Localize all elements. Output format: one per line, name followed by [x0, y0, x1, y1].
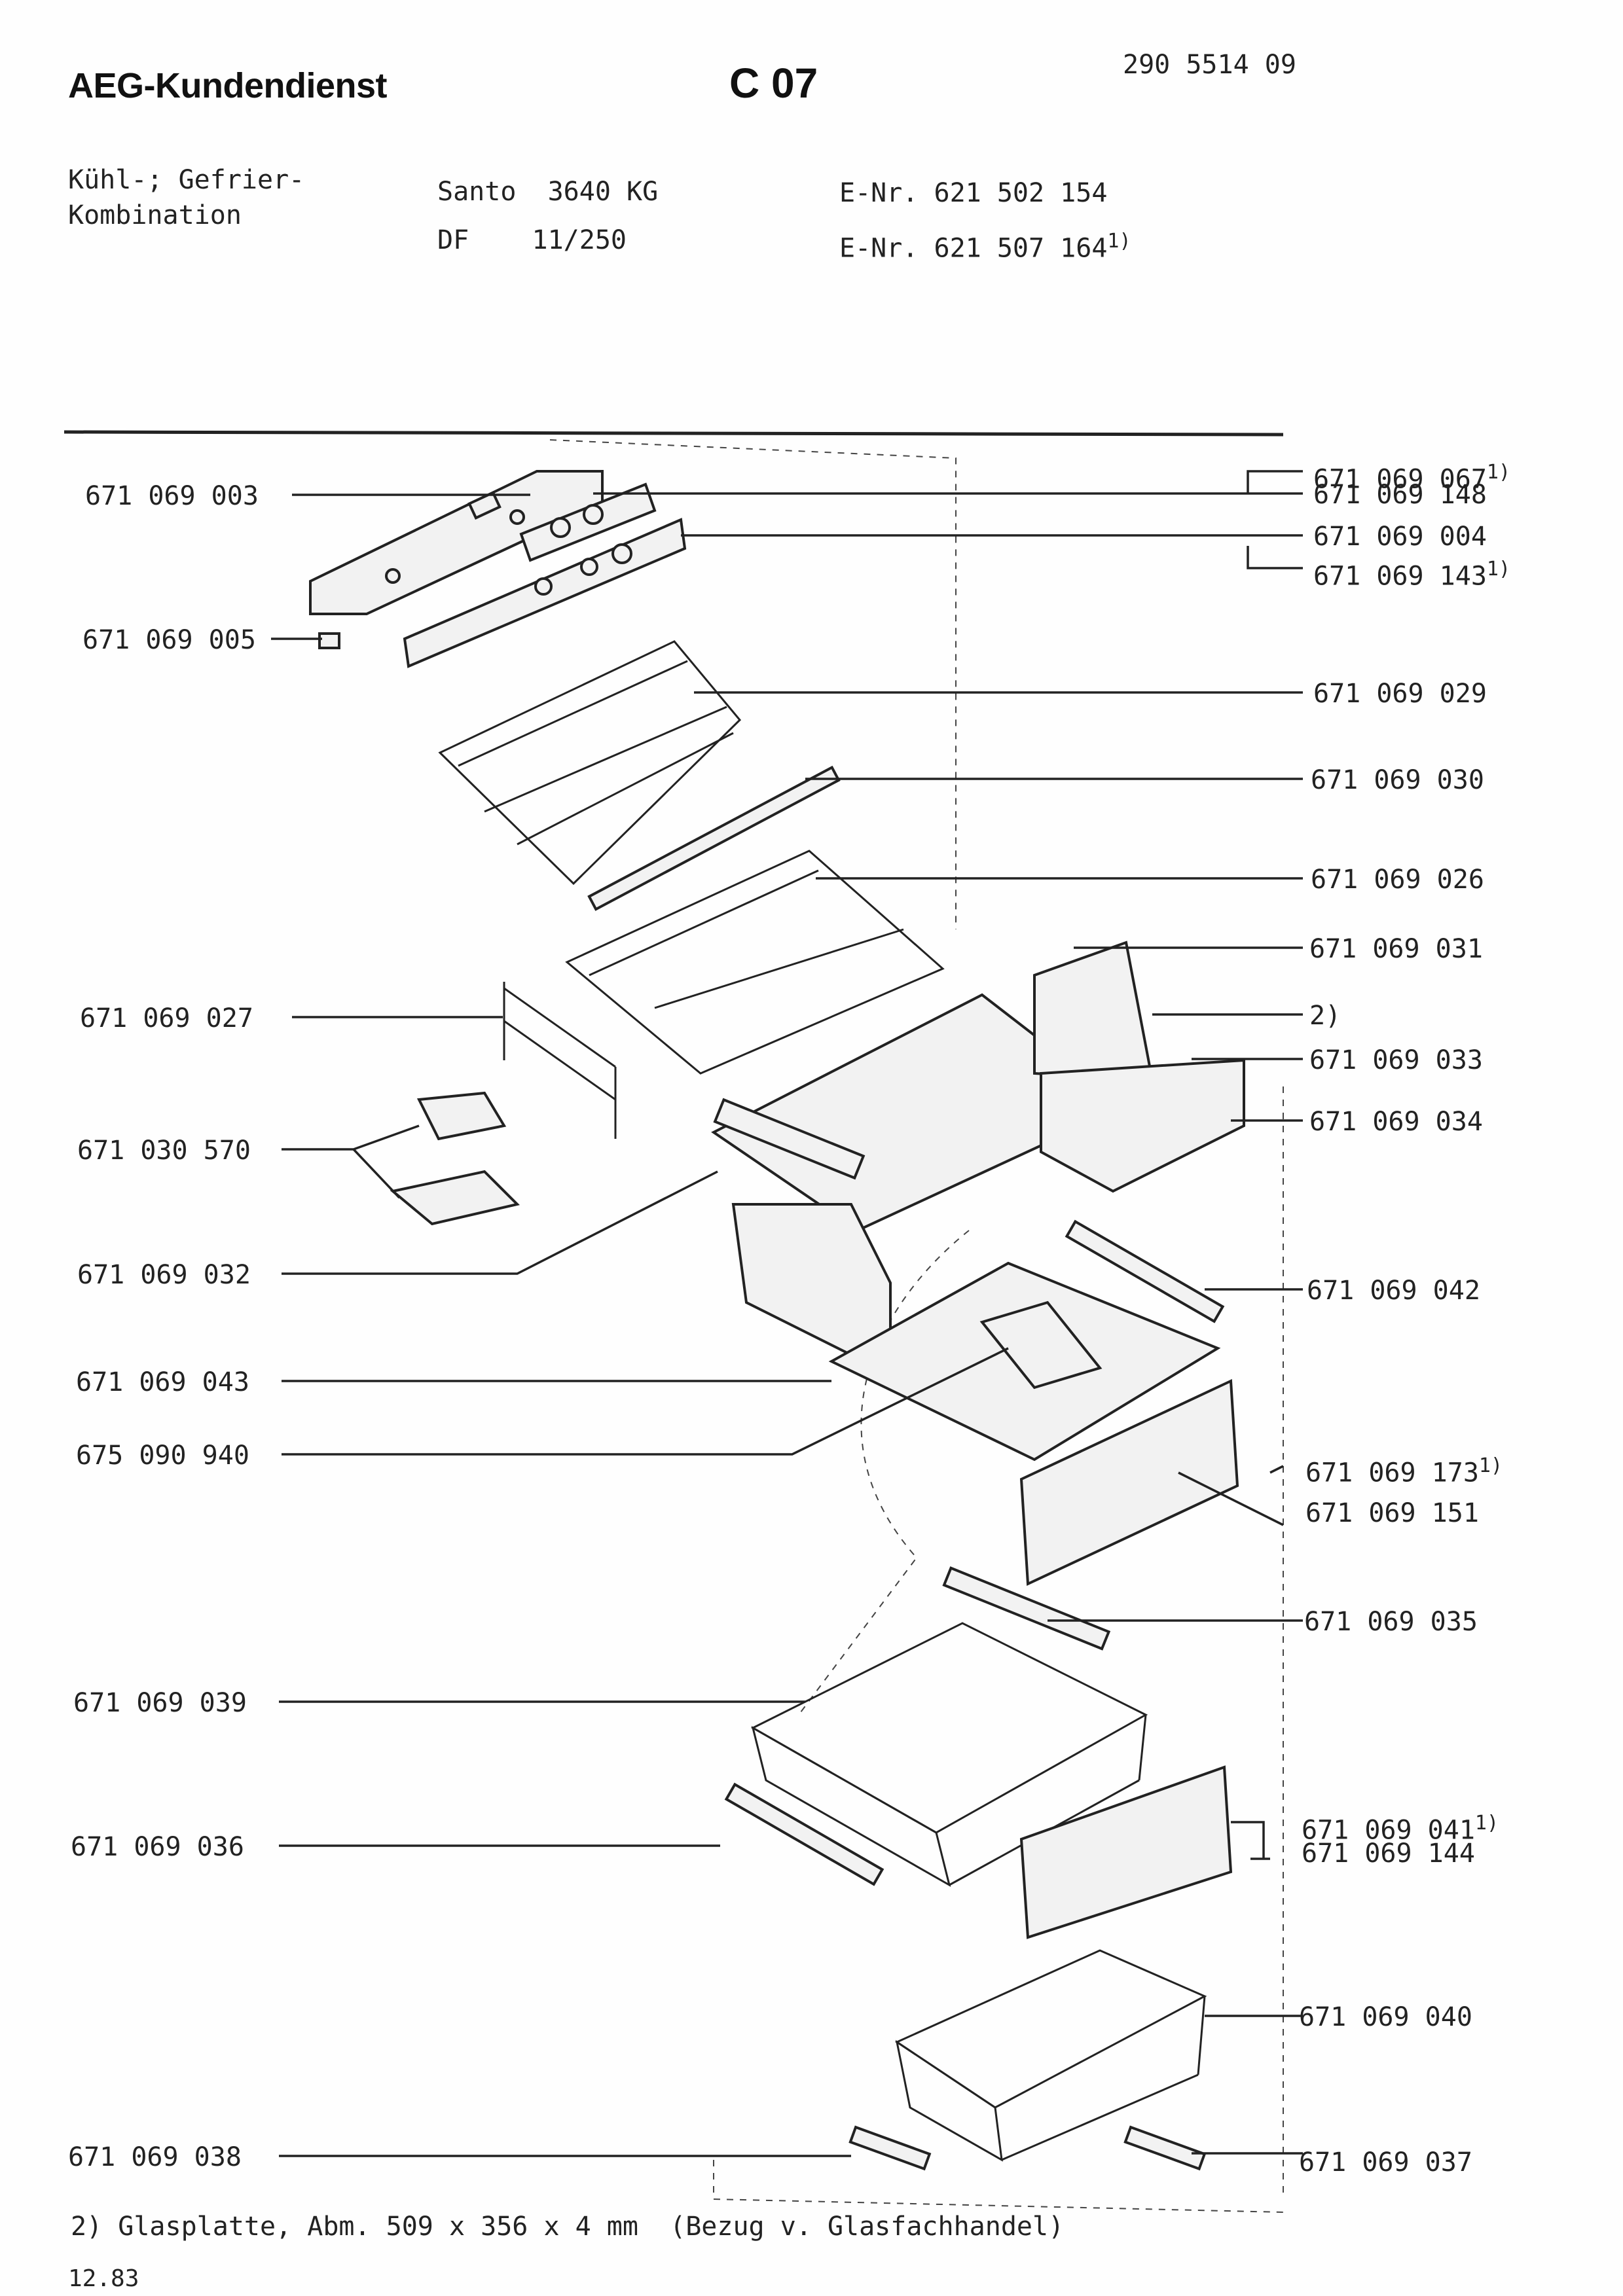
chiller-tray-part: [1040, 1058, 1245, 1193]
leader-lines-right: [593, 470, 1303, 2155]
part-label-671069038: 671 069 038: [68, 2142, 242, 2172]
rail-035-part: [942, 1566, 1111, 1651]
part-number-text: 671 069 041: [1302, 1815, 1475, 1846]
model-block: Santo 3640 KG DF 11/250: [437, 168, 658, 264]
footnote-marker: 1): [1474, 1812, 1499, 1835]
part-label-671069034: 671 069 034: [1309, 1107, 1483, 1137]
footnote-marker: 1): [1486, 558, 1511, 581]
cabinet-outline-bottom: [713, 2160, 1284, 2213]
sheet-code: C 07: [729, 60, 818, 107]
enr-line1: E-Nr. 621 502 154: [839, 178, 1108, 208]
part-label-671069026: 671 069 026: [1311, 865, 1484, 895]
model-line1: Santo 3640 KG: [437, 177, 659, 207]
part-label-671069042: 671 069 042: [1307, 1276, 1480, 1306]
brand-title: AEG-Kundendienst: [68, 66, 388, 105]
part-label-671069151: 671 069 151: [1305, 1498, 1479, 1528]
trim-strip-part: [587, 765, 841, 911]
part-number-text: 671 069 067: [1313, 464, 1487, 495]
freezer-flap-lower-part: [1019, 1765, 1233, 1939]
part-label-671069035: 671 069 035: [1304, 1607, 1478, 1637]
part-label-671069033: 671 069 033: [1309, 1045, 1483, 1075]
freezer-flap-part: [1019, 1378, 1239, 1587]
part-label-671069143: 671 069 1431): [1313, 555, 1510, 590]
ice-tray-part: [979, 1300, 1103, 1390]
footnote-marker: 1): [1478, 1454, 1503, 1477]
knob-insert-part: [519, 482, 657, 562]
enr-line2: E-Nr. 621 507 164: [839, 233, 1108, 264]
part-label-671069029: 671 069 029: [1313, 679, 1487, 709]
cover-strip-part: [403, 518, 687, 668]
appliance-type-line2: Kombination: [68, 200, 242, 230]
part-label-671069003: 671 069 003: [85, 481, 259, 511]
frame-rear-part: [1033, 941, 1154, 1082]
switch-part: [318, 632, 340, 649]
runner-037-part: [1123, 2125, 1207, 2171]
wire-shelf-upper-part: [438, 640, 742, 886]
sheet-date: 12.83: [68, 2265, 139, 2292]
footnote-glass-plate: 2) Glasplatte, Abm. 509 x 356 x 4 mm (Be…: [71, 2212, 1065, 2242]
part-number-text: 671 069 143: [1313, 561, 1487, 592]
cabinet-outline-top: [549, 439, 957, 929]
footnote-marker: 1): [1486, 461, 1511, 484]
egg-tray-upper-part: [416, 1091, 507, 1141]
enr-line2-footnote: 1): [1107, 230, 1131, 253]
part-label-671069043: 671 069 043: [76, 1367, 249, 1397]
freezer-basket-lower-part: [894, 1949, 1207, 2162]
header-rule: [64, 430, 1284, 437]
part-number-text: 671 069 173: [1305, 1458, 1479, 1488]
part-label-671069004: 671 069 004: [1313, 522, 1487, 552]
front-rail-part: [713, 1098, 866, 1180]
part-label-671069067: 671 069 0671): [1313, 458, 1510, 493]
part-label-glass-plate: 2): [1309, 1001, 1341, 1031]
cabinet-curve: [798, 1230, 970, 1715]
part-label-671069037: 671 069 037: [1299, 2147, 1472, 2178]
part-label-671069005: 671 069 005: [82, 625, 256, 655]
leader-lines-left: [271, 493, 1009, 2157]
wire-shelf-lower-part: [565, 850, 945, 1075]
document-number: 290 5514 09: [1123, 50, 1296, 80]
part-label-671069041: 671 069 0411): [1302, 1809, 1499, 1844]
part-label-671069036: 671 069 036: [71, 1832, 244, 1862]
model-line2: DF 11/250: [437, 225, 627, 255]
part-label-671069030: 671 069 030: [1311, 765, 1484, 795]
part-label-671069031: 671 069 031: [1309, 934, 1483, 964]
part-label-671069173: 671 069 1731): [1305, 1452, 1503, 1487]
bottle-holder-part: [503, 982, 617, 1139]
appliance-type-line1: Kühl-; Gefrier-: [68, 165, 305, 195]
control-panel-part: [309, 470, 604, 615]
appliance-type: Kühl-; Gefrier- Kombination: [68, 162, 304, 233]
enr-block: E-Nr. 621 502 154 E-Nr. 621 507 1641): [839, 169, 1131, 272]
part-label-671069040: 671 069 040: [1299, 2002, 1472, 2032]
part-label-671069027: 671 069 027: [80, 1003, 253, 1033]
part-label-671069039: 671 069 039: [73, 1688, 247, 1718]
part-label-671069148: 671 069 148: [1313, 480, 1487, 510]
rail-042-part: [1065, 1219, 1225, 1323]
egg-tray-lower-part: [390, 1170, 520, 1226]
part-label-675090940: 675 090 940: [76, 1441, 249, 1471]
rail-036-part: [724, 1782, 884, 1886]
part-label-671069144: 671 069 144: [1302, 1839, 1475, 1869]
part-label-671030570: 671 030 570: [77, 1136, 251, 1166]
part-label-671069032: 671 069 032: [77, 1260, 251, 1290]
runner-038-part: [848, 2125, 932, 2171]
